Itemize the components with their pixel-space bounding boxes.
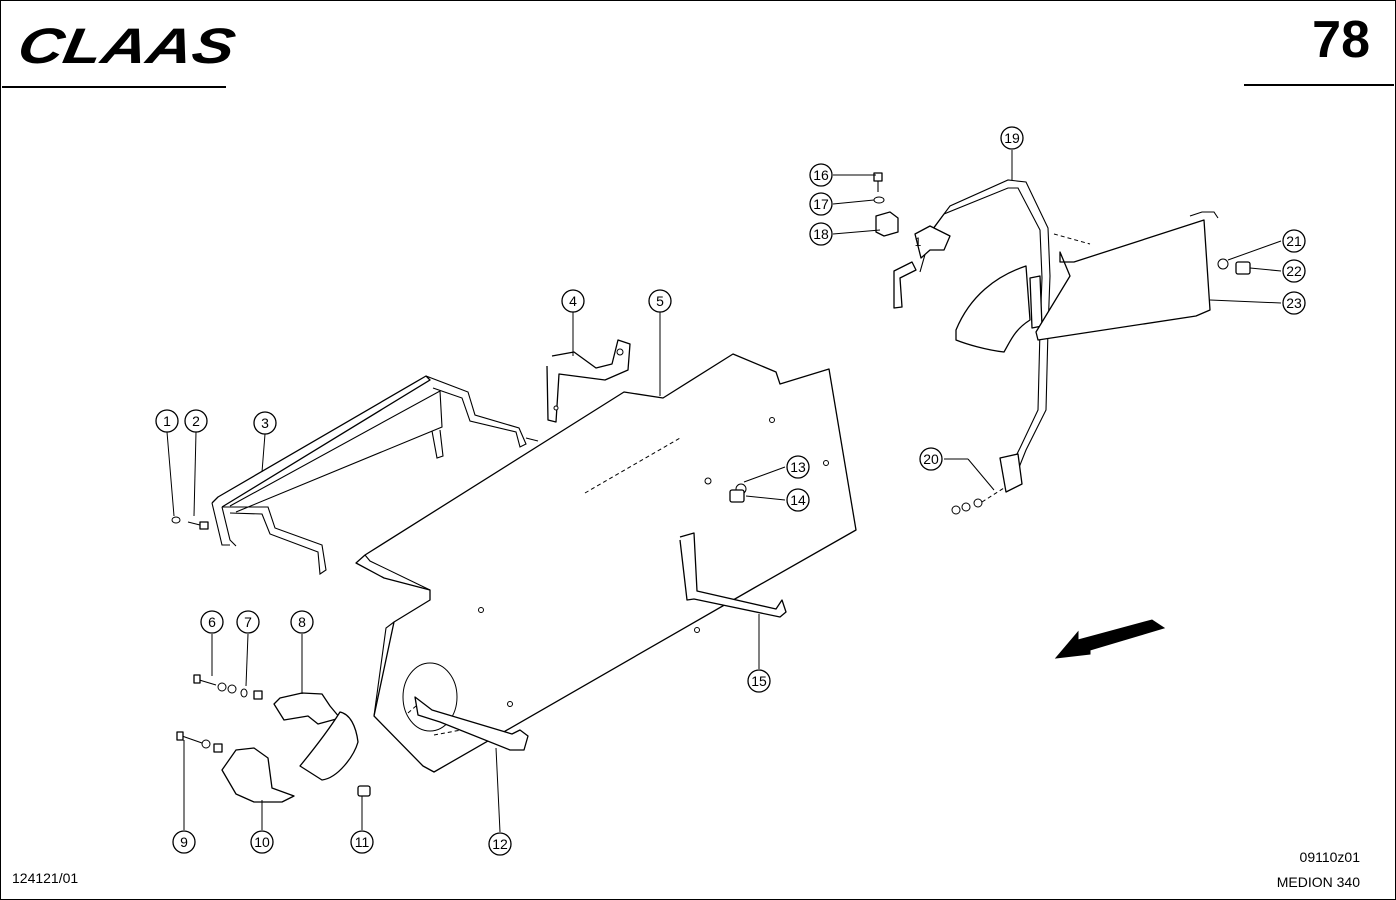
direction-arrow — [1054, 619, 1166, 659]
callout-17: 17 — [809, 192, 833, 216]
washer-and-bolt-1-2 — [171, 516, 209, 530]
callout-8-label: 8 — [298, 614, 306, 630]
callout-22-label: 22 — [1286, 263, 1302, 279]
callout-15-label: 15 — [751, 673, 767, 689]
callout-1: 1 — [155, 409, 179, 433]
callout-16: 16 — [809, 163, 833, 187]
drawing-number: 09110z01 — [1299, 849, 1360, 865]
part-list-number: 124121/01 — [12, 870, 79, 886]
callout-19-label: 19 — [1004, 130, 1020, 146]
page-number: 78 — [1312, 11, 1370, 69]
callout-8: 8 — [290, 610, 314, 634]
callout-9-label: 9 — [180, 834, 188, 850]
callout-11: 11 — [350, 830, 374, 854]
callout-6: 6 — [200, 610, 224, 634]
callout-5-label: 5 — [656, 293, 664, 309]
callout-6-label: 6 — [208, 614, 216, 630]
callout-14-label: 14 — [790, 492, 806, 508]
header-rule-right — [1244, 84, 1394, 86]
small-guard — [221, 747, 295, 803]
nut-11 — [357, 785, 371, 797]
pipe-clamp — [273, 692, 359, 781]
callout-23-label: 23 — [1286, 295, 1302, 311]
callout-19: 19 — [1000, 126, 1024, 150]
side-panel — [955, 211, 1219, 353]
callout-2-label: 2 — [192, 413, 200, 429]
callout-21: 21 — [1282, 229, 1306, 253]
callout-2: 2 — [184, 409, 208, 433]
callout-1-label: 1 — [163, 413, 171, 429]
claas-logo-text: CLAAS — [14, 22, 236, 68]
callout-7: 7 — [236, 610, 260, 634]
support-bracket — [546, 339, 631, 423]
bolt-washer-plate-16-18 — [873, 172, 899, 237]
callout-16-label: 16 — [813, 167, 829, 183]
callout-11-label: 11 — [355, 834, 370, 850]
bolt-washer-9 — [176, 731, 223, 753]
callout-13: 13 — [786, 455, 810, 479]
callout-17-label: 17 — [813, 196, 829, 212]
callout-15: 15 — [747, 669, 771, 693]
callout-18-label: 18 — [813, 226, 829, 242]
washer-nut-21-22 — [1217, 258, 1251, 275]
callout-14: 14 — [786, 488, 810, 512]
bracket-mark: 1 — [915, 235, 922, 249]
upper-tube-frame — [893, 179, 1051, 493]
callout-12: 12 — [488, 832, 512, 856]
callout-7-label: 7 — [244, 614, 252, 630]
claas-logo: CLAAS — [14, 22, 236, 68]
tube-frame — [211, 375, 539, 575]
callout-12-label: 12 — [492, 836, 508, 852]
callout-18: 18 — [809, 222, 833, 246]
washer-bolt-13-14 — [704, 477, 747, 503]
callout-10: 10 — [250, 830, 274, 854]
callout-20-label: 20 — [923, 451, 939, 467]
header-rule-left — [2, 86, 226, 88]
callout-21-label: 21 — [1286, 233, 1302, 249]
callout-20: 20 — [919, 447, 943, 471]
callout-10-label: 10 — [254, 834, 270, 850]
leader-lines — [166, 150, 1282, 833]
callout-5: 5 — [648, 289, 672, 313]
callout-3: 3 — [253, 411, 277, 435]
callout-4: 4 — [561, 289, 585, 313]
model-name: MEDION 340 — [1276, 874, 1360, 890]
lower-bracket — [679, 532, 787, 618]
callout-9: 9 — [172, 830, 196, 854]
callout-4-label: 4 — [569, 293, 577, 309]
callout-22: 22 — [1282, 259, 1306, 283]
callout-3-label: 3 — [261, 415, 269, 431]
bolt-washers-6-7 — [193, 674, 263, 700]
washer-set-20 — [951, 487, 1005, 515]
mounting-strip — [414, 696, 529, 751]
callout-23: 23 — [1282, 291, 1306, 315]
callout-13-label: 13 — [790, 459, 806, 475]
